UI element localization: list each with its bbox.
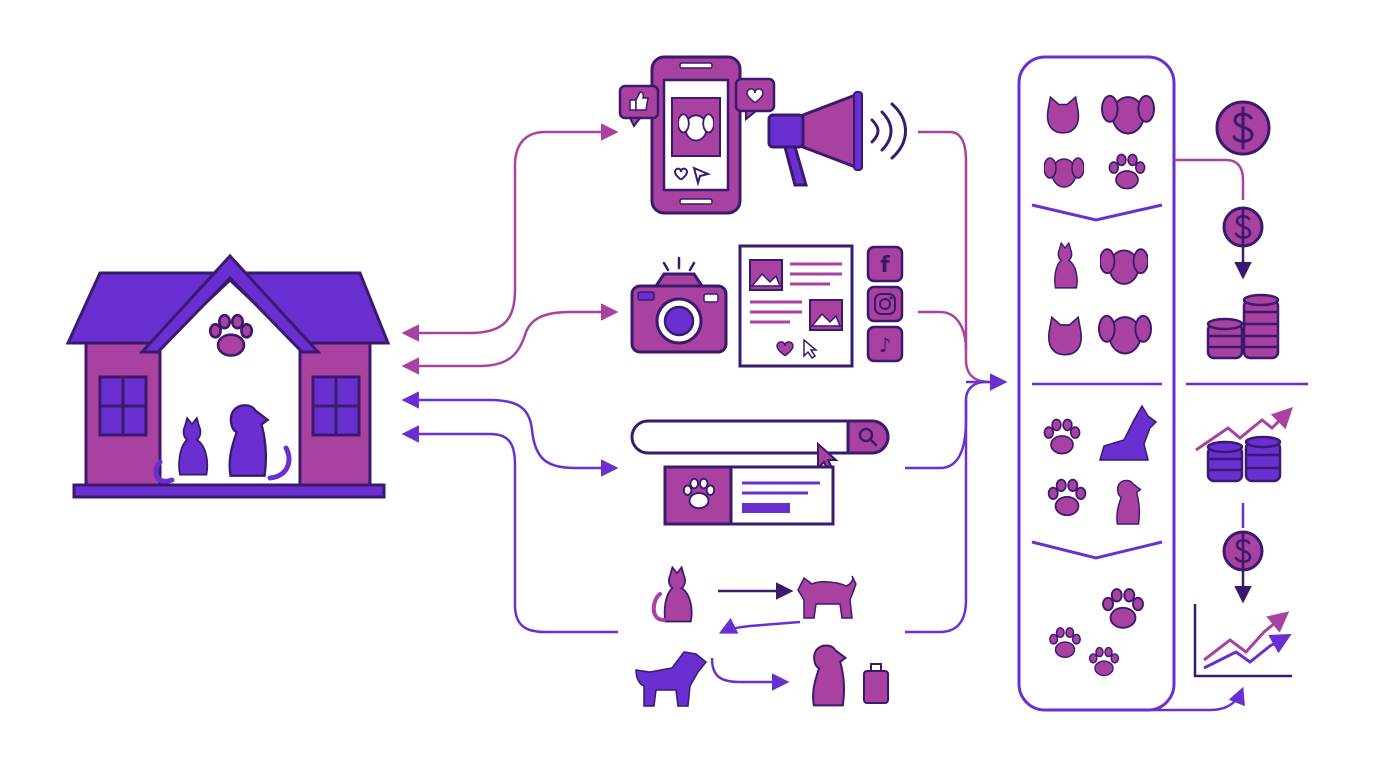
revenue-connector — [1174, 158, 1245, 200]
growth-chart-icon — [1193, 604, 1292, 678]
sound-wave-1 — [870, 118, 880, 144]
search-bar-icon — [630, 419, 890, 474]
dollar-coin-icon — [1222, 206, 1264, 248]
merge-content — [918, 310, 968, 351]
social-phone-post-icon — [618, 55, 776, 215]
connector-search — [401, 391, 619, 477]
dog-icon — [635, 651, 708, 707]
megaphone-icon — [767, 91, 907, 187]
dollar-coin-icon — [1222, 530, 1264, 572]
dog-silhouette-icon — [228, 403, 270, 478]
phone-speaker — [679, 62, 713, 69]
channel-connectors — [401, 123, 619, 634]
camera-icon — [630, 256, 728, 354]
web-article-icon — [738, 244, 854, 368]
pet-listing-card-icon — [663, 465, 835, 526]
social-icons-column: f ♪ — [866, 245, 904, 363]
dog-sitting-icon — [812, 644, 847, 707]
house-window-right — [311, 375, 361, 437]
merge-search — [905, 380, 986, 470]
connector-social — [401, 123, 619, 342]
cat-icon — [663, 566, 693, 623]
facebook-glyph: f — [880, 253, 890, 278]
dog-tail — [267, 445, 292, 481]
like-bubble-icon — [618, 84, 660, 128]
coin-stack-icon — [1206, 435, 1282, 483]
return-connector — [1138, 686, 1245, 712]
house-base — [72, 483, 386, 499]
search-icon — [858, 427, 874, 443]
facebook-icon: f — [866, 245, 904, 283]
gable-trim — [138, 253, 322, 354]
transfer-arrow-2 — [718, 617, 801, 634]
merge-connectors — [905, 130, 1008, 634]
coin-stack-icon — [1206, 293, 1280, 360]
cat-tail — [153, 459, 175, 484]
send-icon — [692, 166, 712, 187]
suitcase-icon — [863, 670, 889, 704]
heart-icon — [673, 167, 689, 181]
tiktok-icon: ♪ — [866, 325, 904, 363]
transfer-arrow-3 — [710, 657, 790, 691]
heart-icon — [776, 341, 794, 357]
sound-wave-2 — [880, 110, 893, 152]
merge-social — [918, 130, 991, 384]
cursor-icon — [803, 338, 819, 360]
funnel-chevron-2 — [1031, 540, 1163, 560]
instagram-icon — [866, 285, 904, 323]
pet-transfer-icon — [635, 566, 889, 707]
pet-shelter-house-icon — [65, 253, 391, 499]
dog-icon — [1099, 404, 1158, 461]
adoption-funnel-icon — [1017, 55, 1176, 712]
puppy-icon — [797, 575, 857, 619]
merge-transfer — [905, 400, 968, 634]
revenue-column — [1138, 100, 1308, 712]
dog-sitting-icon — [1116, 479, 1142, 525]
tiktok-glyph: ♪ — [879, 333, 892, 357]
sound-wave-3 — [890, 102, 907, 160]
connector-content — [401, 303, 619, 375]
connector-transfer — [401, 425, 618, 634]
house-window-left — [98, 375, 148, 437]
dollar-coin-icon — [1215, 100, 1271, 156]
funnel-chevron-1 — [1031, 203, 1163, 222]
growth-line-icon — [1195, 407, 1293, 452]
heart-bubble-icon — [734, 77, 776, 122]
phone-home-bar — [679, 198, 713, 205]
